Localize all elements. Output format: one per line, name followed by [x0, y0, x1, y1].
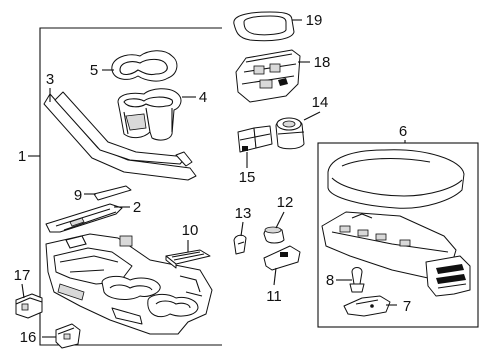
part-12-block: [263, 226, 285, 244]
part-6-armrest-compartment: [321, 211, 471, 297]
callout-10: 10: [182, 222, 199, 239]
callout-1: 1: [18, 148, 26, 165]
part-17-connector: [15, 293, 43, 319]
callout-4: 4: [199, 89, 207, 106]
assembly-1-bracket-box: [39, 27, 222, 346]
part-16-plug: [55, 323, 81, 349]
part-13-clip: [233, 234, 247, 255]
callout-5: 5: [90, 62, 98, 79]
part-7-bracket: [343, 295, 391, 317]
callout-7: 7: [403, 298, 411, 315]
callout-8: 8: [326, 272, 334, 289]
callout-3: 3: [46, 71, 54, 88]
callout-13: 13: [235, 205, 252, 222]
part-5-gasket: [111, 50, 178, 82]
part-6-armrest-lid: [327, 149, 465, 209]
callout-9: 9: [74, 187, 82, 204]
callout-18: 18: [314, 54, 331, 71]
part-3-trim-strip: [43, 91, 197, 181]
part-11-bracket: [263, 245, 301, 271]
callout-2: 2: [133, 199, 141, 216]
part-10-pad: [165, 249, 211, 269]
callout-11: 11: [266, 288, 282, 305]
part-2-side-trim: [45, 203, 123, 233]
part-9-trim-bar: [93, 185, 132, 201]
callout-14: 14: [312, 94, 329, 111]
callout-19: 19: [306, 12, 323, 29]
callout-17: 17: [14, 267, 31, 284]
callout-6: 6: [399, 123, 407, 140]
part-18-control-module: [235, 49, 301, 103]
part-8-valve: [349, 267, 365, 293]
assembly-6-box: [317, 142, 479, 328]
part-14-knob: [275, 117, 305, 150]
callout-16: 16: [20, 329, 37, 346]
callout-labels: 1 2 3 4 5 6 7 8 9 10 11 12 13 14 15 16 1…: [14, 12, 412, 346]
part-19-bezel: [233, 11, 295, 42]
part-15-switches: [237, 125, 273, 153]
part-4-cupholder-insert: [117, 88, 182, 141]
part-1-console-base: [45, 233, 213, 335]
callout-12: 12: [277, 194, 294, 211]
callout-15: 15: [239, 169, 256, 186]
leader-lines: [21, 19, 406, 338]
